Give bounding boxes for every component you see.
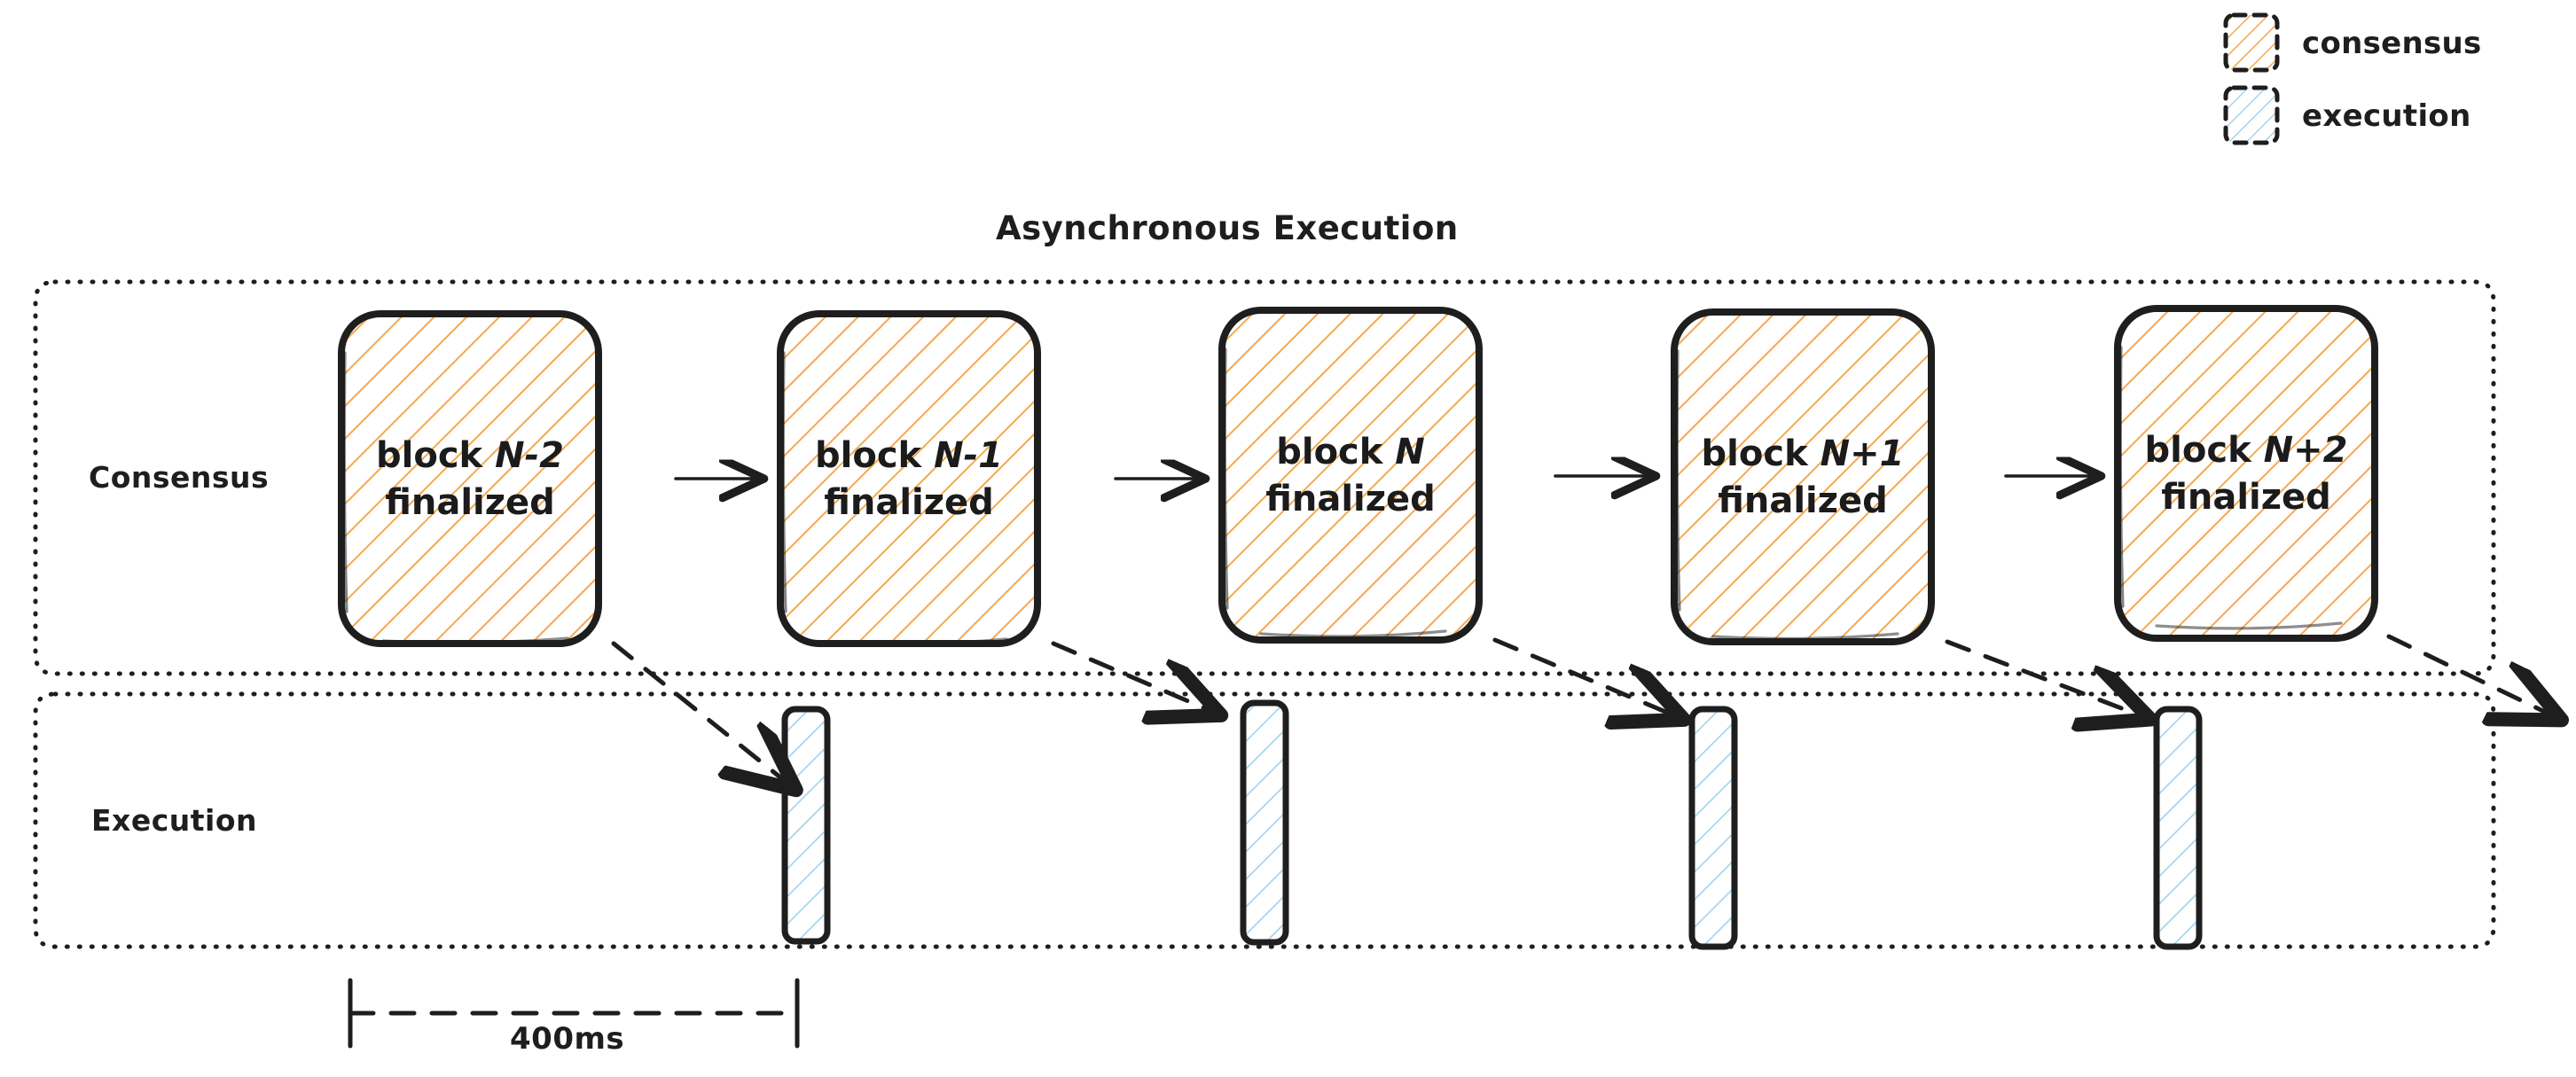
consensus-block-1[interactable] xyxy=(338,310,602,647)
consensus-block-1-label: block N-2 finalized xyxy=(341,433,599,527)
legend-label-execution: execution xyxy=(2302,98,2471,134)
block-5-prefix: block xyxy=(2144,430,2264,471)
measure-label: 400ms xyxy=(510,1021,625,1057)
consensus-block-4-label: block N+1 finalized xyxy=(1674,431,1931,525)
consensus-block-3[interactable] xyxy=(1218,307,1483,644)
block-3-prefix: block xyxy=(1276,432,1396,472)
consensus-block-4[interactable] xyxy=(1671,308,1935,645)
block-2-index: N-1 xyxy=(934,435,1003,476)
async-link-arrow-1 xyxy=(611,641,789,784)
block-1-prefix: block xyxy=(376,435,496,476)
consensus-lane-container xyxy=(33,279,2496,676)
legend-consensus-swatch xyxy=(2223,12,2280,73)
page-title: Asynchronous Execution xyxy=(996,209,1459,247)
execution-lane-container xyxy=(33,691,2496,949)
legend-execution-swatch xyxy=(2223,85,2280,145)
block-4-prefix: block xyxy=(1701,433,1820,474)
lane-label-execution: Execution xyxy=(91,803,258,838)
consensus-block-2-label: block N-1 finalized xyxy=(780,433,1037,527)
execution-bar-1[interactable] xyxy=(781,706,831,945)
consensus-block-5-label: block N+2 finalized xyxy=(2118,427,2375,521)
execution-bar-2[interactable] xyxy=(1240,699,1289,946)
async-link-arrow-3 xyxy=(1492,637,1676,716)
block-3-status: finalized xyxy=(1265,478,1436,519)
execution-bar-4[interactable] xyxy=(2153,706,2203,950)
consensus-block-2[interactable] xyxy=(777,310,1041,647)
legend-label-consensus: consensus xyxy=(2302,26,2482,61)
block-3-index: N xyxy=(1395,432,1425,472)
execution-bar-3[interactable] xyxy=(1688,706,1738,950)
consensus-block-3-label: block N finalized xyxy=(1222,429,1479,523)
block-2-prefix: block xyxy=(815,435,935,476)
lane-label-consensus: Consensus xyxy=(89,460,270,495)
block-4-status: finalized xyxy=(1718,480,1888,521)
async-link-arrow-5 xyxy=(2386,634,2554,716)
block-1-index: N-2 xyxy=(495,435,564,476)
block-1-status: finalized xyxy=(385,481,555,523)
block-4-index: N+1 xyxy=(1820,433,1905,474)
block-2-status: finalized xyxy=(824,481,994,523)
block-5-index: N+2 xyxy=(2263,430,2348,471)
block-5-status: finalized xyxy=(2161,476,2331,518)
async-link-arrow-2 xyxy=(1051,641,1213,712)
async-link-arrow-4 xyxy=(1945,639,2142,716)
consensus-block-5[interactable] xyxy=(2114,305,2378,642)
